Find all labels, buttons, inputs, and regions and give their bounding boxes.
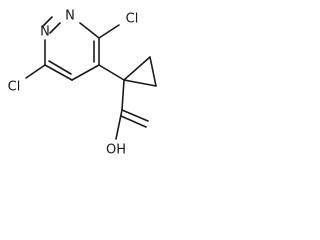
- molecule-diagram: N N Cl Cl OH: [8, 9, 157, 158]
- bond-cb-cq: [123, 79, 157, 87]
- bond-ccooh-o-double: [120, 115, 147, 128]
- bond-c5-c6: [44, 64, 73, 81]
- atom-label-cl-left: Cl: [8, 80, 21, 95]
- bond-ccooh-oh: [115, 109, 123, 140]
- atom-label-n-top: N: [65, 9, 75, 24]
- bond-n1-c3: [79, 22, 100, 39]
- bond-c3-cl: [98, 24, 120, 39]
- bond-ccooh-o: [121, 109, 149, 122]
- bond-c4-cq: [98, 64, 125, 81]
- bond-cq-ca: [123, 56, 151, 81]
- atom-label-oh: OH: [106, 143, 126, 158]
- bond-cq-ccooh: [121, 79, 125, 111]
- atom-label-cl-top: Cl: [126, 12, 139, 27]
- bond-c4-c5: [71, 64, 100, 81]
- atom-label-n-left: N: [40, 25, 50, 40]
- bond-n2-n2-double: [41, 16, 53, 28]
- bond-c5-c6-double: [48, 60, 72, 75]
- bond-ca-cb: [149, 56, 157, 87]
- bond-c6-cl: [25, 64, 46, 79]
- bond-n1-n2: [49, 22, 61, 34]
